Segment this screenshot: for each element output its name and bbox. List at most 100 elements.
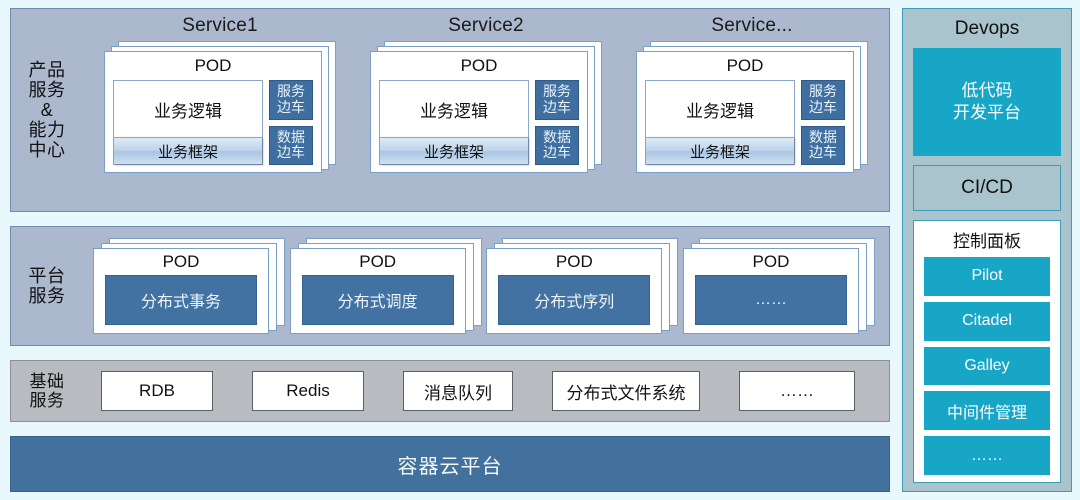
lowcode-line: 开发平台 [953,103,1021,122]
pod-title: POD [726,56,764,75]
row-products-services: 产品 服务 & 能力 中心 Service1 POD 业务逻辑 [10,8,890,212]
business-logic-block: 业务逻辑 业务框架 [645,80,795,165]
pod-card[interactable]: POD 分布式调度 [289,248,466,334]
pod-stack: POD 业务逻辑 业务框架 服务 边车 [104,41,336,173]
row-label-line: 产品 [28,59,66,80]
control-panel: 控制面板 Pilot Citadel Galley 中间件管理 …… [913,220,1061,483]
control-panel-title: 控制面板 [953,232,1021,251]
service-sidecar[interactable]: 服务 边车 [535,80,579,120]
business-framework-label: 业务框架 [380,137,528,164]
pod-card[interactable]: POD 业务逻辑 业务框架 服务 边车 [370,51,588,173]
pod-title: POD [555,252,593,271]
sidecar-line: 边车 [809,98,837,115]
platform-pod[interactable]: POD 分布式调度 [289,238,486,334]
platform-service-label: 分布式事务 [105,275,257,325]
business-logic-label: 业务逻辑 [686,101,754,121]
service-group[interactable]: Service2 POD 业务逻辑 业务框架 [357,9,615,211]
platform-service-label: 分布式调度 [301,275,454,325]
platform-service-label: 分布式序列 [498,275,651,325]
row-label-infrastructure: 基础 服务 [11,361,83,421]
row-label-line: 平台 [28,265,66,286]
business-logic-block: 业务逻辑 业务框架 [113,80,263,165]
sidecar-line: 边车 [543,98,571,115]
pod-title: POD [460,56,498,75]
control-panel-item-pilot[interactable]: Pilot [924,257,1050,296]
row-label-line: 中心 [28,140,66,161]
service-sidecar[interactable]: 服务 边车 [269,80,313,120]
sidecar-line: 边车 [277,98,305,115]
sidecar-line: 数据 [277,128,305,145]
platform-pod[interactable]: POD 分布式事务 [93,238,289,334]
control-panel-item-galley[interactable]: Galley [924,346,1050,386]
sidecar-group: 服务 边车 数据 边车 [535,80,579,165]
row-label-line: & [40,99,54,120]
pod-card[interactable]: POD …… [682,248,859,334]
pod-card[interactable]: POD 分布式事务 [93,248,269,334]
infra-item-message-queue[interactable]: 消息队列 [403,371,513,411]
sidecar-line: 边车 [543,144,571,161]
row-infrastructure-services: 基础 服务 RDB Redis 消息队列 分布式文件系统 …… [10,360,890,422]
sidecar-line: 数据 [543,128,571,145]
sidecar-line: 边车 [277,144,305,161]
lowcode-platform-card[interactable]: 低代码 开发平台 [913,48,1061,156]
sidecar-line: 服务 [543,83,571,100]
service-group[interactable]: Service... POD 业务逻辑 业务框架 [623,9,881,211]
service-sidecar[interactable]: 服务 边车 [801,80,845,120]
data-sidecar[interactable]: 数据 边车 [535,125,579,165]
control-panel-item-middleware[interactable]: 中间件管理 [924,391,1050,431]
devops-panel: Devops 低代码 开发平台 CI/CD 控制面板 Pilot Citadel… [902,8,1072,492]
business-logic-block: 业务逻辑 业务框架 [379,80,529,165]
row-label-line: 服务 [29,391,65,410]
control-panel-item-more[interactable]: …… [924,436,1050,475]
row-label-products: 产品 服务 & 能力 中心 [11,9,83,211]
business-logic-label: 业务逻辑 [420,101,488,121]
sidecar-group: 服务 边车 数据 边车 [801,80,845,165]
service-title: Service1 [182,15,258,36]
service-title: Service... [711,15,793,36]
devops-title: Devops [954,18,1020,39]
pod-card[interactable]: POD 业务逻辑 业务框架 服务 边车 [636,51,854,173]
business-framework-label: 业务框架 [114,137,262,164]
data-sidecar[interactable]: 数据 边车 [269,125,313,165]
pod-title: POD [194,56,232,75]
services-container: Service1 POD 业务逻辑 业务框架 [83,9,889,211]
data-sidecar[interactable]: 数据 边车 [801,125,845,165]
platform-pod[interactable]: POD …… [682,238,879,334]
infra-item-redis[interactable]: Redis [252,371,364,411]
platform-pods-container: POD 分布式事务 POD 分布式调度 POD 分布式序列 [83,227,889,345]
row-label-line: 服务 [28,79,66,100]
pod-title: POD [162,252,200,271]
platform-service-label: …… [694,275,847,325]
row-platform-services: 平台 服务 POD 分布式事务 POD 分布式调度 [10,226,890,346]
infrastructure-items-container: RDB Redis 消息队列 分布式文件系统 …… [83,361,889,421]
infra-item-rdb[interactable]: RDB [101,371,213,411]
container-cloud-platform-bar[interactable]: 容器云平台 [10,436,890,492]
row-label-platform: 平台 服务 [11,227,83,345]
pod-card[interactable]: POD 分布式序列 [486,248,663,334]
sidecar-line: 服务 [277,83,305,100]
cicd-card[interactable]: CI/CD [913,165,1061,211]
platform-pod[interactable]: POD 分布式序列 [486,238,682,334]
lowcode-line: 低代码 [961,80,1013,100]
service-title: Service2 [448,15,524,36]
service-group[interactable]: Service1 POD 业务逻辑 业务框架 [91,9,349,211]
sidecar-line: 服务 [809,83,837,100]
container-cloud-platform-label: 容器云平台 [397,455,503,478]
pod-card[interactable]: POD 业务逻辑 业务框架 服务 边车 [104,51,322,173]
row-label-line: 服务 [28,286,66,306]
pod-inner: 业务逻辑 业务框架 服务 边车 数据 边车 [371,80,587,172]
business-framework-label: 业务框架 [646,137,794,164]
pod-inner: 业务逻辑 业务框架 服务 边车 数据 边车 [637,80,853,172]
cicd-label: CI/CD [961,177,1013,198]
row-label-line: 能力 [28,120,66,141]
infra-item-more[interactable]: …… [739,371,855,411]
sidecar-group: 服务 边车 数据 边车 [269,80,313,165]
control-panel-item-citadel[interactable]: Citadel [924,301,1050,341]
row-label-line: 基础 [29,371,65,391]
pod-stack: POD 业务逻辑 业务框架 服务 边车 [370,41,602,173]
pod-inner: 业务逻辑 业务框架 服务 边车 数据 边车 [105,80,321,172]
sidecar-line: 边车 [809,144,837,161]
pod-title: POD [359,252,397,271]
infra-item-distributed-file-system[interactable]: 分布式文件系统 [552,371,700,411]
